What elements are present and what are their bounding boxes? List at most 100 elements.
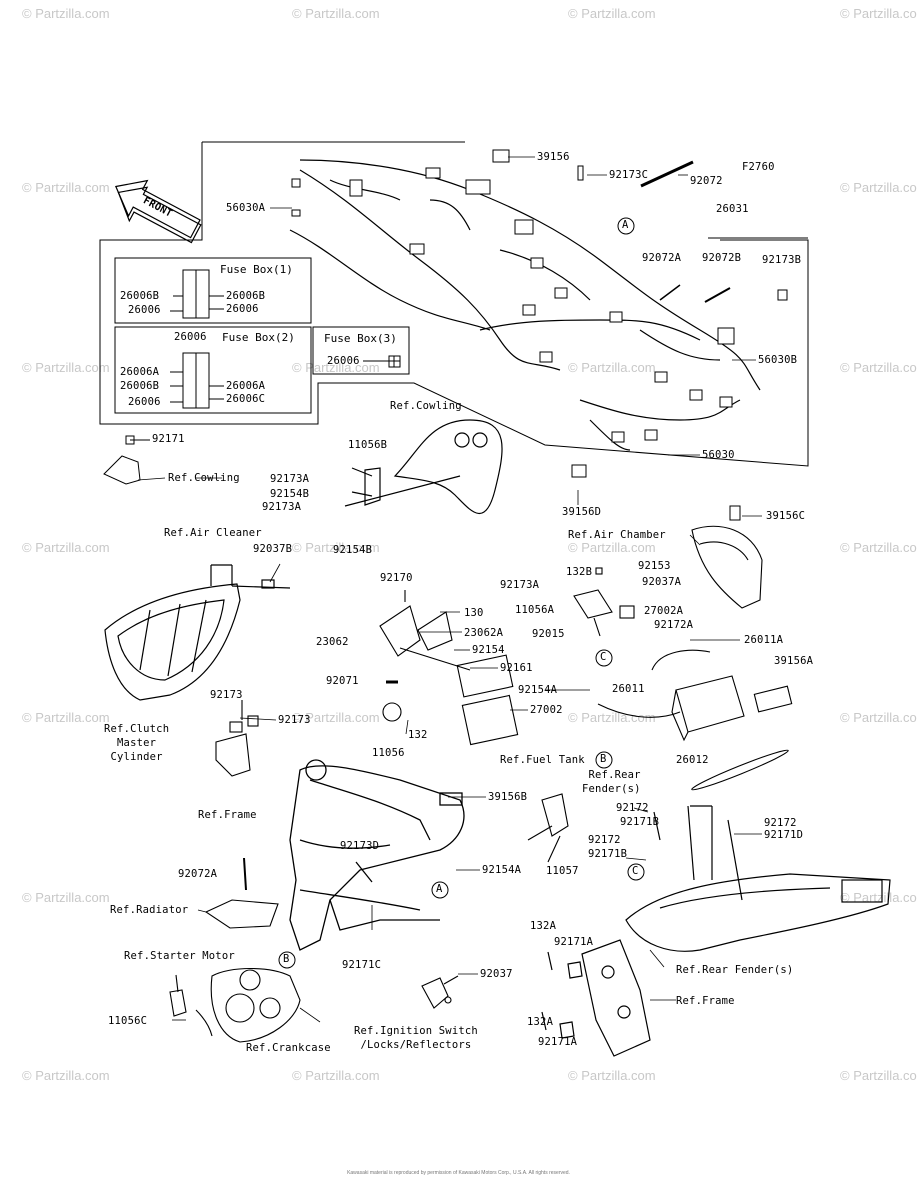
part-label: 130 (464, 607, 484, 619)
watermark: © Partzilla.com (292, 1068, 380, 1083)
ecu-bracket-group (379, 590, 519, 746)
fuse-box-1-panel (114, 257, 312, 324)
watermark: © Partzilla.com (568, 6, 656, 21)
part-label: 26006 (226, 303, 259, 315)
watermark: © Partzilla.com (568, 360, 656, 375)
part-label: 92154A (482, 864, 522, 876)
fuse-box-3-title: Fuse Box(3) (324, 332, 397, 345)
wiring-harness (289, 159, 761, 451)
part-label: 39156 (537, 151, 570, 163)
callout-b: B (283, 953, 290, 965)
part-label: 92072B (702, 252, 742, 264)
air-cleaner-cover (104, 564, 291, 701)
part-label: 92173C (609, 169, 649, 181)
rear-fender (625, 805, 891, 952)
watermark: © Partzilla.com (568, 710, 656, 725)
part-label: 56030 (702, 449, 735, 461)
part-label: 23062 (316, 636, 349, 648)
ref-label-frame: Ref.Frame (198, 809, 257, 821)
ref-label-crankcase: Ref.Crankcase (246, 1042, 331, 1054)
part-label: 26006 (174, 331, 207, 343)
part-label: 11057 (546, 865, 579, 877)
part-label: 27002 (530, 704, 563, 716)
part-label: 92172 (588, 834, 621, 846)
watermark: © Partzilla.com (22, 1068, 110, 1083)
watermark: © Partzilla.com (840, 360, 917, 375)
part-label: 92173A (262, 501, 302, 513)
watermark: © Partzilla.com (22, 890, 110, 905)
fuse-box-2-title: Fuse Box(2) (222, 331, 295, 344)
part-label: 132 (408, 729, 428, 741)
ref-label-rear-fender: Ref.Rear Fender(s) (676, 964, 794, 976)
part-label: 92154B (333, 544, 373, 556)
part-label: 26031 (716, 203, 749, 215)
callout-b: B (600, 753, 607, 765)
part-label: 92173B (762, 254, 802, 266)
part-label: 92173A (270, 473, 310, 485)
ref-label-cowling: Ref.Cowling (168, 472, 240, 484)
watermark: © Partzilla.com (292, 710, 380, 725)
part-label: 92173D (340, 840, 380, 852)
part-label: 92171A (554, 936, 594, 948)
watermark: © Partzilla.com (22, 710, 110, 725)
watermark: © Partzilla.com (840, 180, 917, 195)
part-label: 92171 (152, 433, 185, 445)
part-label: 92171B (588, 848, 628, 860)
copyright-footer: Kawasaki material is reproduced by permi… (347, 1170, 570, 1176)
part-label: 92154B (270, 488, 310, 500)
part-label: 26006B (226, 290, 266, 302)
part-label: 92161 (500, 662, 533, 674)
part-label: 92173 (210, 689, 243, 701)
part-label: 92172 (616, 802, 649, 814)
part-label: 92072 (690, 175, 723, 187)
fuse-box-1-title: Fuse Box(1) (220, 263, 293, 276)
rear-frame-bracket (541, 939, 651, 1057)
part-label: 92154A (518, 684, 558, 696)
ref-label-cowling: Ref.Cowling (390, 400, 462, 412)
ref-label-clutch-master-cylinder: Ref.Clutch Master Cylinder (104, 723, 170, 763)
part-label: 26012 (676, 754, 709, 766)
figure-code: F2760 (742, 161, 775, 173)
part-label: 26006A (226, 380, 266, 392)
fuse-box-2-panel (114, 326, 312, 414)
part-label: 92071 (326, 675, 359, 687)
part-label: 92037 (480, 968, 513, 980)
part-label: 92072A (642, 252, 682, 264)
part-label: 92072A (178, 868, 218, 880)
watermark: © Partzilla.com (22, 6, 110, 21)
part-label: 23062A (464, 627, 504, 639)
part-label: 92171A (538, 1036, 578, 1048)
callout-a: A (436, 883, 443, 895)
part-label: 56030B (758, 354, 798, 366)
watermark: © Partzilla.com (840, 1068, 917, 1083)
part-label: 26006C (226, 393, 266, 405)
part-label: 92037A (642, 576, 682, 588)
ref-label-rear-fender: Ref.Rear Fender(s) (582, 769, 641, 795)
watermark: © Partzilla.com (292, 360, 380, 375)
part-label: 39156C (766, 510, 806, 522)
ref-label-air-chamber: Ref.Air Chamber (568, 529, 666, 541)
part-label: 92171D (764, 829, 804, 841)
part-label: 26006 (128, 304, 161, 316)
part-label: 11056C (108, 1015, 148, 1027)
part-label: 92172 (764, 817, 797, 829)
part-label: 92153 (638, 560, 671, 572)
watermark: © Partzilla.com (292, 6, 380, 21)
part-label: 92171C (342, 959, 382, 971)
part-label: 56030A (226, 202, 266, 214)
part-label: 39156D (562, 506, 602, 518)
fuse-box-3-panel (312, 326, 410, 375)
part-label: 92173 (278, 714, 311, 726)
part-label: 92015 (532, 628, 565, 640)
part-label: 26006A (120, 366, 160, 378)
part-label: 132A (527, 1016, 554, 1028)
watermark: © Partzilla.com (568, 1068, 656, 1083)
front-arrow (115, 179, 202, 244)
cowling-bracket (344, 419, 503, 514)
callout-a: A (622, 219, 629, 231)
part-label: 27002A (644, 605, 684, 617)
part-label: 92154 (472, 644, 505, 656)
watermark: © Partzilla.com (840, 6, 917, 21)
part-label: 92170 (380, 572, 413, 584)
